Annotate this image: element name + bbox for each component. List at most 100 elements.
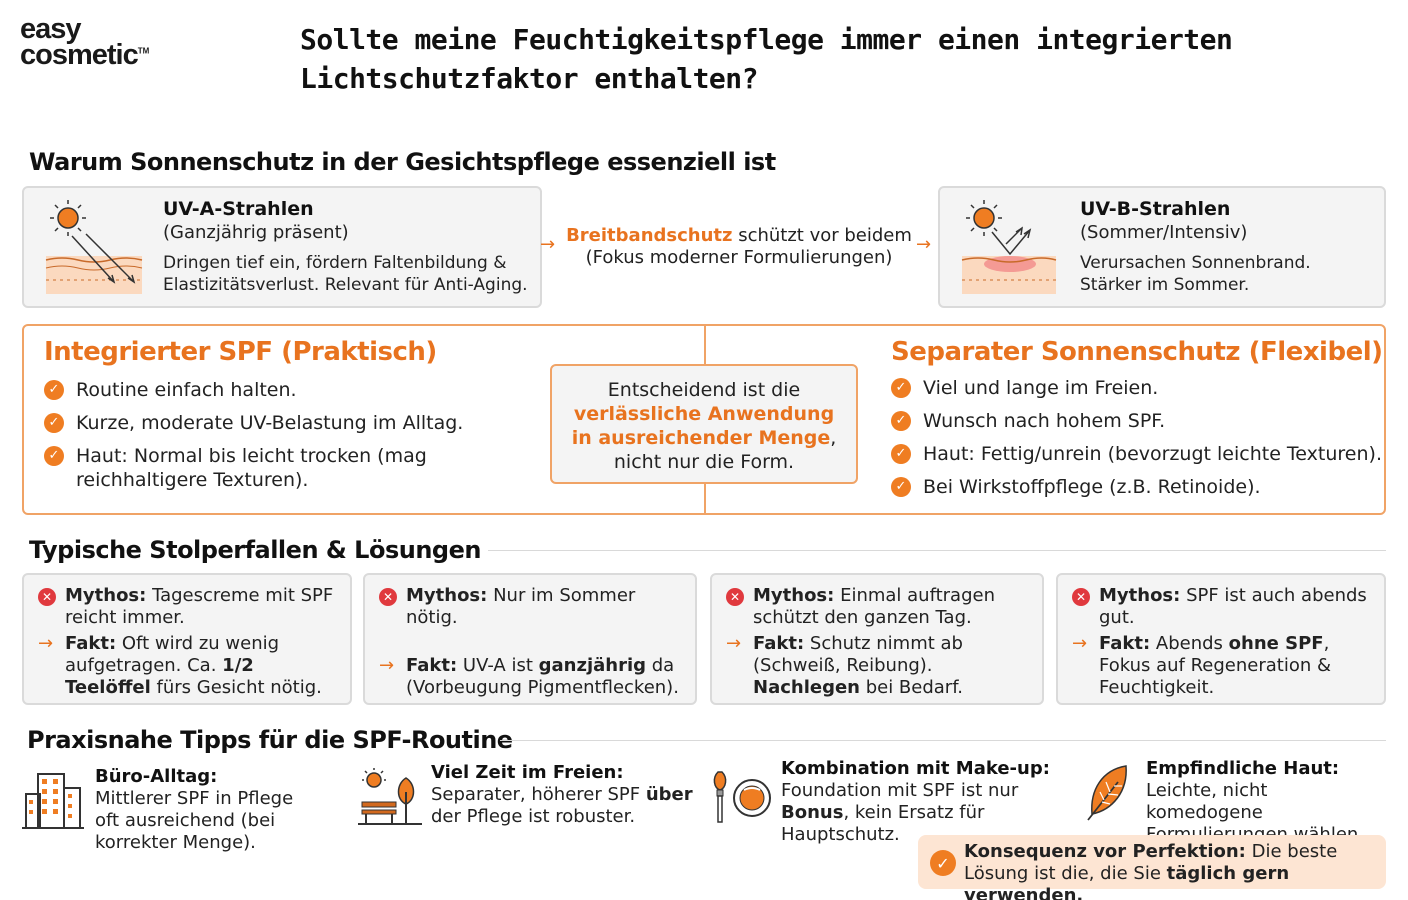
arrow-right-icon: → [726, 633, 742, 654]
uva-skin-icon [45, 200, 143, 294]
sun-icon [50, 200, 86, 236]
myth-row: ✕ Mythos: Nur im Sommer nötig. [379, 585, 681, 629]
fact-label: Fakt: [1099, 633, 1151, 654]
check-icon: ✓ [44, 413, 64, 433]
fact-body: fürs Gesicht nötig. [150, 677, 322, 698]
x-icon: ✕ [379, 588, 397, 606]
note-label: Konsequenz vor Perfektion: [964, 841, 1246, 862]
uvb-desc-line2: Stärker im Sommer. [1080, 275, 1250, 295]
list-item: ✓ Haut: Fettig/unrein (bevorzugt leichte… [891, 442, 1382, 466]
tip-outdoor-text-c: der Pflege ist robuster. [431, 806, 636, 827]
list-item-text: Haut: Fettig/unrein (bevorzugt leichte T… [923, 443, 1382, 465]
fact-text: Fakt: Oft wird zu wenig aufgetragen. Ca.… [65, 633, 336, 699]
list-item: ✓ Wunsch nach hohem SPF. [891, 409, 1381, 433]
section-title-pitfalls: Typische Stolperfallen & Lösungen [29, 536, 481, 564]
myth-label: Mythos: [1099, 585, 1181, 606]
myth-row: ✕ Mythos: Tagescreme mit SPF reicht imme… [38, 585, 336, 629]
tip-outdoor-text: Separater, höherer SPF über der Pflege i… [431, 784, 701, 828]
fact-label: Fakt: [65, 633, 117, 654]
list-item-text: Bei Wirkstoffpflege (z.B. Retinoide). [923, 476, 1261, 498]
brand-logo: easy cosmeticTM [20, 13, 190, 70]
list-item: ✓ Routine einfach halten. [44, 378, 524, 402]
logo-line-1: easy [20, 13, 82, 45]
list-item-text: Viel und lange im Freien. [923, 377, 1159, 399]
myth-label: Mythos: [753, 585, 835, 606]
key-message-box: Entscheidend ist die verlässliche Anwend… [550, 364, 858, 484]
myth-text: Mythos: Einmal auftragen schützt den gan… [753, 585, 1028, 629]
uva-subtitle: (Ganzjährig präsent) [163, 222, 349, 243]
tip-outdoor-title: Viel Zeit im Freien: [431, 762, 624, 783]
logo-line-2: cosmeticTM [20, 41, 190, 70]
note-text: Die beste Lösung ist die, die Sie [964, 841, 1338, 884]
check-icon: ✓ [44, 380, 64, 400]
key-message-comma: , [830, 427, 837, 449]
myth-text: Mythos: Tagescreme mit SPF reicht immer. [65, 585, 336, 629]
uvb-desc-line1: Verursachen Sonnenbrand. [1080, 253, 1311, 273]
uvb-skin-icon [961, 200, 1057, 294]
fact-label: Fakt: [406, 655, 458, 676]
key-message-highlight-wrap: verlässliche Anwendung in ausreichender … [552, 402, 856, 450]
tip-sensitive: Empfindliche Haut: Leichte, nicht komedo… [1146, 758, 1386, 846]
check-icon: ✓ [930, 850, 956, 876]
list-item-text: Wunsch nach hohem SPF. [923, 410, 1166, 432]
divider-line [704, 484, 706, 513]
tip-sensitive-title: Empfindliche Haut: [1146, 758, 1340, 779]
arrow-right-icon: → [38, 633, 54, 654]
tip-outdoor: Viel Zeit im Freien: Separater, höherer … [431, 762, 701, 828]
list-item: ✓ Viel und lange im Freien. [891, 376, 1381, 400]
uva-desc-line1: Dringen tief ein, fördern Faltenbildung … [163, 253, 507, 273]
myth-body: Nur im Sommer nötig. [406, 585, 636, 628]
tip-makeup-text: Foundation mit SPF ist nur Bonus, kein E… [781, 780, 1081, 846]
tip-outdoor-text-a: Separater, höherer SPF [431, 784, 646, 805]
myth-card: ✕ Mythos: Tagescreme mit SPF reicht imme… [22, 573, 352, 705]
tip-office: Büro-Alltag: Mittlerer SPF in Pflege oft… [95, 766, 305, 854]
fact-body: , Fokus auf Regeneration & Feuchtigkeit. [1099, 633, 1332, 698]
divider-line [500, 740, 1386, 741]
x-icon: ✕ [726, 588, 744, 606]
myth-card: ✕ Mythos: Nur im Sommer nötig. → Fakt: U… [363, 573, 697, 705]
divider-line [488, 550, 1386, 551]
uvb-subtitle: (Sommer/Intensiv) [1080, 222, 1248, 243]
note-emphasis: täglich gern verwenden. [964, 863, 1290, 900]
uva-title: UV-A-Strahlen [163, 198, 314, 220]
key-message-highlight: verlässliche Anwendung in ausreichender … [571, 403, 835, 449]
tip-makeup-text-c: , kein Ersatz für Hauptschutz. [781, 802, 985, 845]
key-message-line1: Entscheidend ist die [607, 379, 801, 401]
fact-emphasis: ganzjährig [538, 655, 647, 676]
separate-spf-title: Separater Sonnenschutz (Flexibel) [891, 337, 1383, 367]
uvb-title: UV-B-Strahlen [1080, 198, 1231, 220]
check-icon: ✓ [44, 446, 64, 466]
check-icon: ✓ [891, 477, 911, 497]
fact-text: Fakt: Schutz nimmt ab (Schweiß, Reibung)… [753, 633, 1028, 699]
fact-row: → Fakt: Oft wird zu wenig aufgetragen. C… [38, 633, 336, 699]
broadband-rest: schützt vor beidem [732, 225, 912, 246]
list-item-text: Routine einfach halten. [76, 379, 297, 401]
makeup-brush-icon [713, 771, 771, 823]
integrated-spf-list: ✓ Routine einfach halten. ✓ Kurze, moder… [44, 378, 524, 492]
section-title-why: Warum Sonnenschutz in der Gesichtspflege… [29, 148, 776, 176]
myth-body: Einmal auftragen schützt den ganzen Tag. [753, 585, 995, 628]
tip-makeup-text-a: Foundation mit SPF ist nur [781, 780, 1019, 801]
key-message-line3: nicht nur die Form. [613, 451, 795, 473]
arrow-right-icon: → [916, 234, 932, 255]
myth-row: ✕ Mythos: SPF ist auch abends gut. [1072, 585, 1370, 629]
check-icon: ✓ [891, 411, 911, 431]
fact-body: bei Bedarf. [859, 677, 963, 698]
fact-body: Abends [1150, 633, 1229, 654]
fact-text: Fakt: UV-A ist ganzjährig da (Vorbeugung… [406, 655, 681, 699]
separate-spf-list: ✓ Viel und lange im Freien. ✓ Wunsch nac… [891, 376, 1382, 499]
myth-label: Mythos: [65, 585, 147, 606]
fact-body: da (Vorbeugung Pigmentflecken). [406, 655, 679, 698]
fact-label: Fakt: [753, 633, 805, 654]
myth-card: ✕ Mythos: SPF ist auch abends gut. → Fak… [1056, 573, 1386, 705]
fact-body: UV-A ist [457, 655, 539, 676]
fact-emphasis: Nachlegen [753, 677, 860, 698]
x-icon: ✕ [38, 588, 56, 606]
uva-desc-line2: Elastizitätsverlust. Relevant für Anti-A… [163, 275, 528, 295]
page-title: Sollte meine Feuchtigkeitspflege immer e… [300, 23, 1233, 95]
fact-row: → Fakt: UV-A ist ganzjährig da (Vorbeugu… [379, 655, 681, 699]
list-item-text: Haut: Normal bis leicht trocken (mag rei… [76, 445, 427, 491]
myth-body: Tagescreme mit SPF reicht immer. [65, 585, 334, 628]
broadband-line2: (Fokus moderner Formulierungen) [585, 247, 893, 268]
outdoor-bench-icon [358, 768, 422, 825]
